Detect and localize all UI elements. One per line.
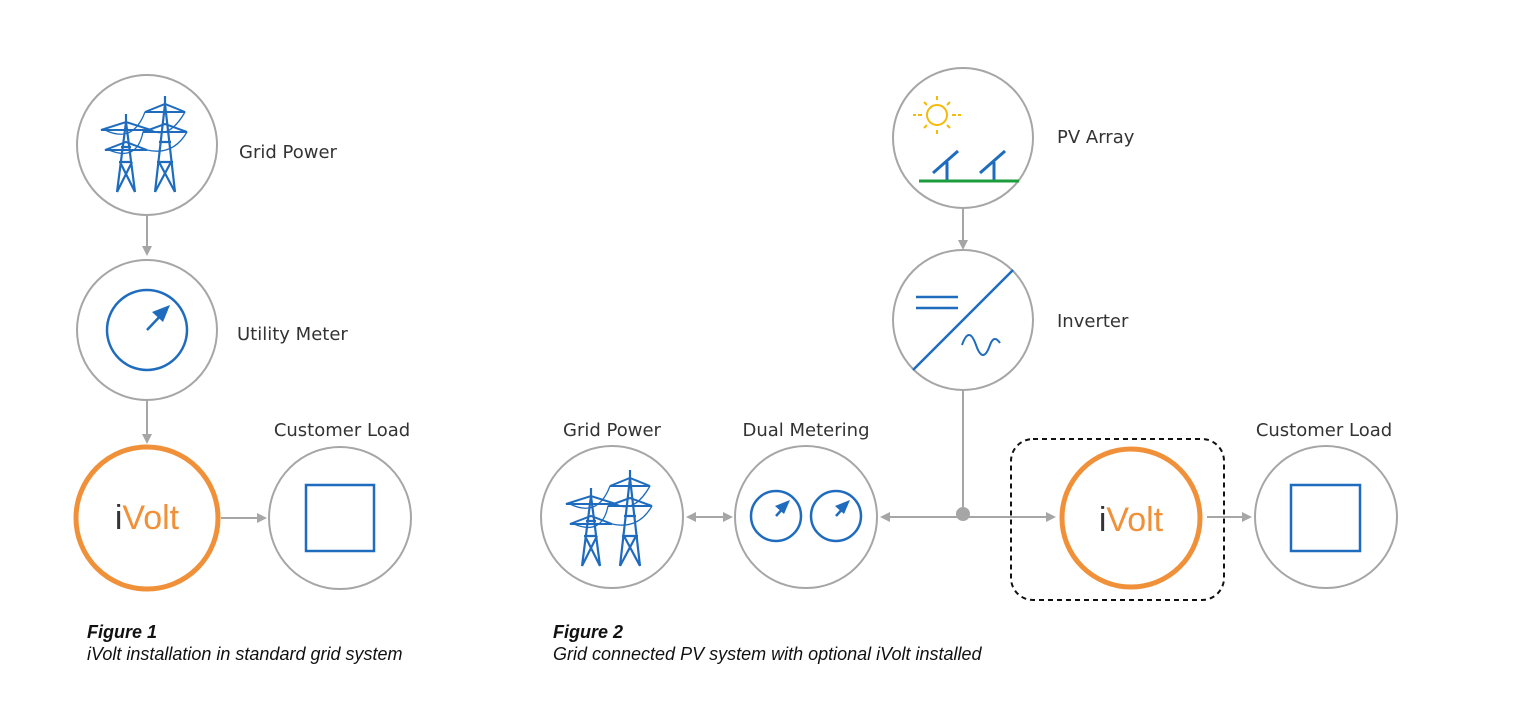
ivolt-optional-node: iVolt <box>1010 438 1225 601</box>
inverter-icon <box>912 269 1014 371</box>
grid-power-label: Grid Power <box>563 420 662 441</box>
ivolt-volt: Volt <box>122 499 179 537</box>
utility-meter-node: Utility Meter <box>76 259 348 401</box>
dual-meter-icon <box>749 489 863 543</box>
customer-load-label: Customer Load <box>274 420 410 441</box>
figure-1-caption: Figure 1 iVolt installation in standard … <box>87 621 402 665</box>
pv-array-label: PV Array <box>1057 127 1135 148</box>
dual-metering-label: Dual Metering <box>743 420 870 441</box>
ivolt-label: iVolt <box>115 499 180 537</box>
grid-power-label: Grid Power <box>239 142 338 163</box>
junction-dot <box>956 507 970 521</box>
transmission-tower-icon <box>564 468 654 568</box>
ivolt-node: iVolt <box>73 444 221 592</box>
load-square-icon <box>1289 483 1362 553</box>
ivolt-volt: Volt <box>1106 501 1163 539</box>
figure-2-caption: Figure 2 Grid connected PV system with o… <box>553 621 982 665</box>
customer-load-node: Customer Load <box>268 420 412 590</box>
transmission-tower-icon <box>99 94 189 194</box>
ivolt-i: i <box>1099 501 1107 539</box>
grid-power-node: Grid Power <box>76 74 338 216</box>
customer-load-node: Customer Load <box>1254 420 1398 589</box>
figure-2: PV Array Inverter Grid Power <box>540 67 1398 601</box>
customer-load-label: Customer Load <box>1256 420 1392 441</box>
load-square-icon <box>304 483 376 553</box>
inverter-node: Inverter <box>892 249 1129 391</box>
ivolt-label: iVolt <box>1099 501 1164 539</box>
meter-gauge-icon <box>105 288 189 372</box>
figure-1-title: Figure 1 <box>87 622 158 642</box>
utility-meter-label: Utility Meter <box>237 324 348 345</box>
ivolt-i: i <box>115 499 123 537</box>
figure-1-subtitle: iVolt installation in standard grid syst… <box>87 644 403 664</box>
dual-metering-node: Dual Metering <box>734 420 878 589</box>
solar-panel-icon <box>913 96 1019 183</box>
figure-1: Grid Power Utility Meter iVolt Customer … <box>73 74 412 592</box>
pv-array-node: PV Array <box>892 67 1135 209</box>
figure-2-subtitle: Grid connected PV system with optional i… <box>553 644 982 664</box>
figure-2-title: Figure 2 <box>553 622 624 642</box>
inverter-label: Inverter <box>1057 311 1129 332</box>
grid-power-node: Grid Power <box>540 420 684 589</box>
optional-dashed-box <box>1010 438 1225 601</box>
sun-icon <box>913 96 961 134</box>
